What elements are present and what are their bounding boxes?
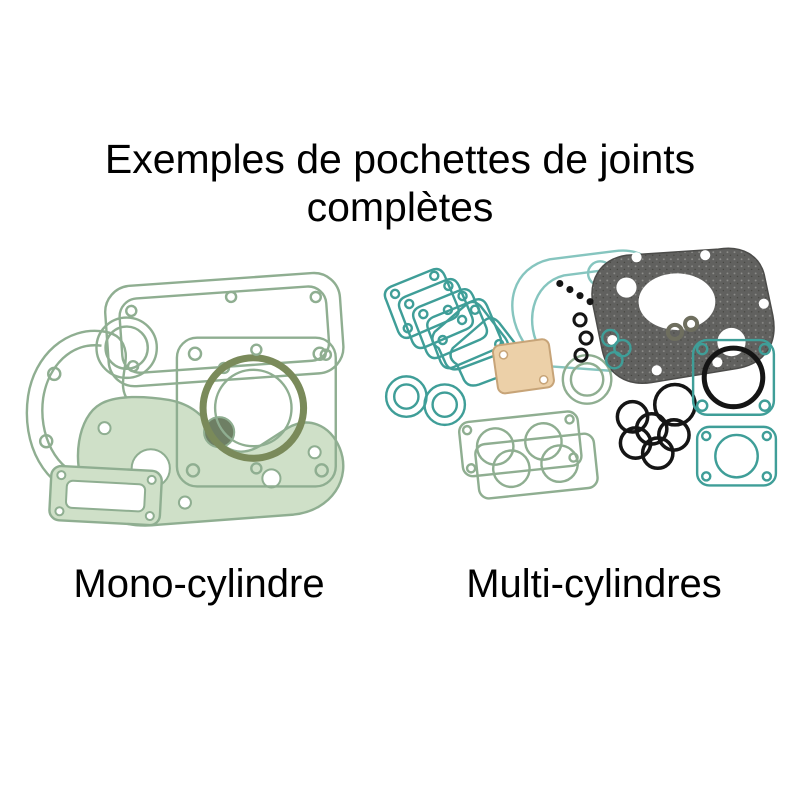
- round-gasket-shape: [95, 316, 159, 380]
- o-ring-cluster-shape: [615, 382, 697, 471]
- small-o-rings-shape: [572, 312, 594, 363]
- base-gasket-shape-2: [474, 432, 599, 500]
- page-title-line2: complètes: [306, 183, 494, 230]
- grommets-shape: [556, 279, 594, 306]
- page-title-line1: Exemples de pochettes de joints: [104, 136, 696, 182]
- multi-cylinder-gasket-kit-icon: [383, 247, 778, 500]
- multi-cylinder-label: Multi-cylindres: [466, 562, 722, 606]
- page-title: Exemples de pochettes de joints complète…: [0, 136, 800, 232]
- mono-cylinder-gasket-kit-illustration: [8, 255, 380, 547]
- multi-cylinder-gasket-kit-illustration: [372, 243, 786, 531]
- washers-shape: [665, 315, 700, 342]
- tan-paper-gasket-shape: [491, 338, 555, 395]
- mono-cylinder-gasket-kit-icon: [25, 271, 345, 527]
- twin-port-gasket-shape: [384, 375, 467, 427]
- teal-head-gasket-shape: [691, 338, 776, 416]
- clutch-cover-gasket-shape: [591, 247, 775, 384]
- head-gasket-shape: [175, 336, 337, 488]
- teal-base-gasket-shape: [695, 425, 778, 487]
- reed-valve-gasket-shape: [48, 464, 163, 527]
- mono-cylinder-label: Mono-cylindre: [73, 562, 325, 606]
- ring-gasket-shape: [561, 353, 613, 405]
- small-teal-rings-shape: [601, 328, 632, 370]
